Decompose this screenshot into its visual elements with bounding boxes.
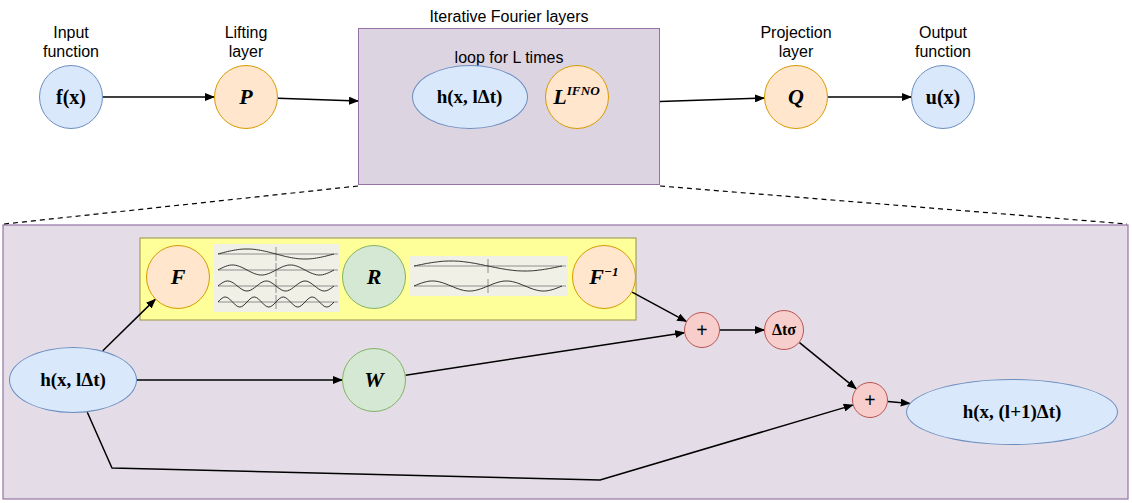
flow-arrow — [800, 343, 857, 389]
math-symbol: W — [364, 367, 384, 392]
flow-arrow — [632, 292, 686, 321]
symbol-group: + — [864, 389, 875, 412]
output-function-circle: Output functionu(x) — [911, 65, 975, 129]
math-symbol: R — [367, 264, 382, 289]
flow-arrow — [103, 96, 214, 98]
symbol-group: u(x) — [926, 86, 960, 109]
math-symbol: f(x) — [56, 86, 86, 108]
ifno-layer-circle: LIFNO — [545, 65, 609, 129]
math-symbol: u(x) — [926, 86, 960, 108]
block-title: Iterative Fourier layers — [429, 7, 588, 26]
stage-label: Projection layer — [751, 23, 841, 61]
stage-label: Lifting layer — [206, 23, 286, 61]
symbol-group: + — [696, 319, 707, 342]
flow-arrow — [828, 96, 911, 98]
sum-circle: + — [852, 382, 888, 418]
zoom-guide — [4, 186, 358, 224]
projection-layer-circle: Projection layerQ — [764, 65, 828, 129]
stage-label: Output function — [903, 23, 983, 61]
lifting-layer-circle: Lifting layerP — [214, 65, 278, 129]
flow-arrow — [888, 402, 910, 404]
symbol-group: F — [171, 264, 186, 290]
flow-arrow — [406, 333, 685, 376]
zoom-guide — [660, 186, 1127, 224]
flow-arrow — [660, 98, 764, 101]
flow-arrow — [720, 329, 764, 331]
symbol-group: LIFNO — [553, 83, 599, 109]
symbol-group: R — [367, 264, 382, 290]
symbol-group: P — [239, 84, 252, 110]
symbol-group: f(x) — [56, 86, 86, 109]
symbol-group: W — [364, 367, 384, 393]
flow-arrow — [137, 379, 342, 381]
zoom-panel — [3, 225, 1128, 499]
math-symbol: F — [589, 264, 604, 289]
symbol-group: h(x, (l+1)Δt) — [963, 401, 1062, 423]
math-symbol: h(x, (l+1)Δt) — [963, 401, 1062, 422]
mode-picture — [410, 256, 568, 296]
symbol-group: Δtσ — [772, 321, 796, 339]
math-symbol: h(x, lΔt) — [40, 369, 106, 390]
hidden-state-ellipse: h(x, lΔt) — [9, 347, 137, 413]
math-symbol: + — [696, 319, 707, 341]
math-symbol: h(x, lΔt) — [437, 86, 503, 107]
iterative-block: Iterative Fourier layersloop for L times… — [358, 28, 660, 185]
input-function-circle: Input functionf(x) — [39, 65, 103, 129]
symbol-group: F−1 — [589, 264, 618, 290]
superscript: −1 — [604, 264, 619, 279]
spectral-box — [140, 238, 636, 320]
math-symbol: P — [239, 84, 252, 109]
linear-weight-circle: W — [342, 348, 406, 412]
symbol-group: h(x, lΔt) — [437, 86, 503, 108]
spectral-weight-circle: R — [342, 245, 406, 309]
sum-circle: + — [684, 312, 720, 348]
activation-circle: Δtσ — [764, 310, 804, 350]
math-symbol: F — [171, 264, 186, 289]
math-symbol: + — [864, 389, 875, 411]
next-state-ellipse: h(x, (l+1)Δt) — [906, 379, 1118, 445]
fourier-transform-circle: F — [146, 245, 210, 309]
math-symbol: Δtσ — [772, 321, 796, 338]
flow-arrow — [278, 98, 358, 101]
superscript: IFNO — [567, 83, 600, 98]
inverse-fourier-circle: F−1 — [572, 245, 636, 309]
symbol-group: h(x, lΔt) — [40, 369, 106, 391]
flow-arrow — [103, 299, 155, 350]
stage-label: Input function — [31, 23, 111, 61]
hidden-state-ellipse: h(x, lΔt) — [412, 65, 528, 129]
math-symbol: Q — [788, 84, 804, 109]
math-symbol: L — [553, 84, 566, 109]
mode-picture — [214, 244, 340, 312]
flow-arrow — [87, 405, 852, 480]
symbol-group: Q — [788, 84, 804, 110]
